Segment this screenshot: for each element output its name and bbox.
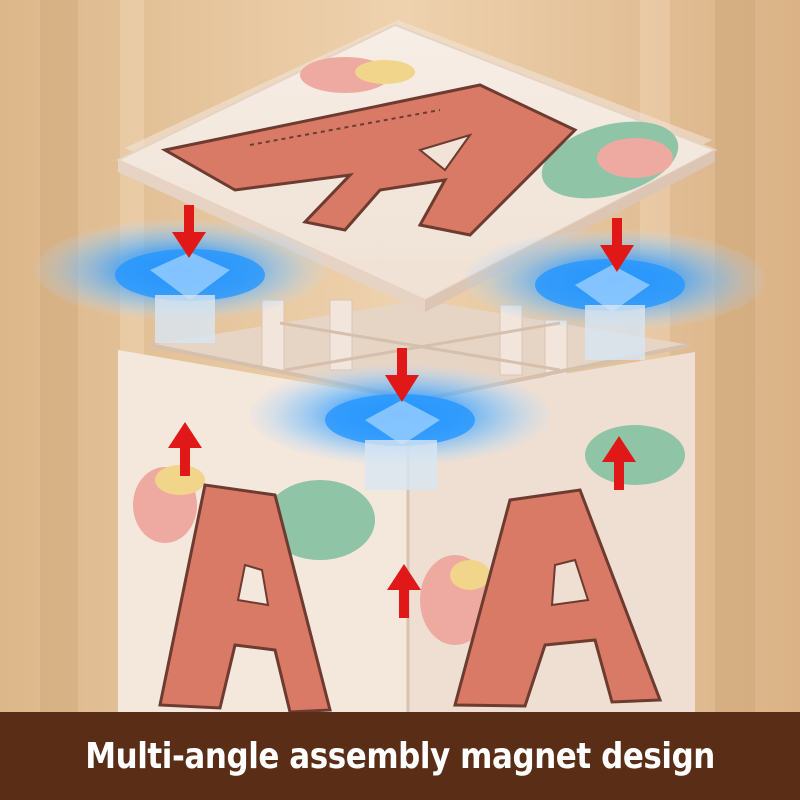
- caption-bar: Multi-angle assembly magnet design: [0, 712, 800, 800]
- arrow-up-center: [387, 564, 421, 618]
- right-face-decoration: [420, 425, 685, 708]
- magnet-glow-center: [250, 365, 550, 490]
- arrow-down-right: [600, 218, 634, 272]
- left-face-decoration: [133, 465, 375, 714]
- arrow-down-center: [385, 348, 419, 402]
- arrow-up-left: [168, 422, 202, 476]
- lid-leaf-decoration: [300, 57, 679, 199]
- arrow-up-right: [602, 436, 636, 490]
- caption-text: Multi-angle assembly magnet design: [85, 735, 715, 777]
- lid-letter-shape: [160, 83, 578, 237]
- magnet-glow-left: [35, 220, 325, 343]
- arrow-down-left: [172, 205, 206, 258]
- magnet-glow-right: [465, 230, 765, 360]
